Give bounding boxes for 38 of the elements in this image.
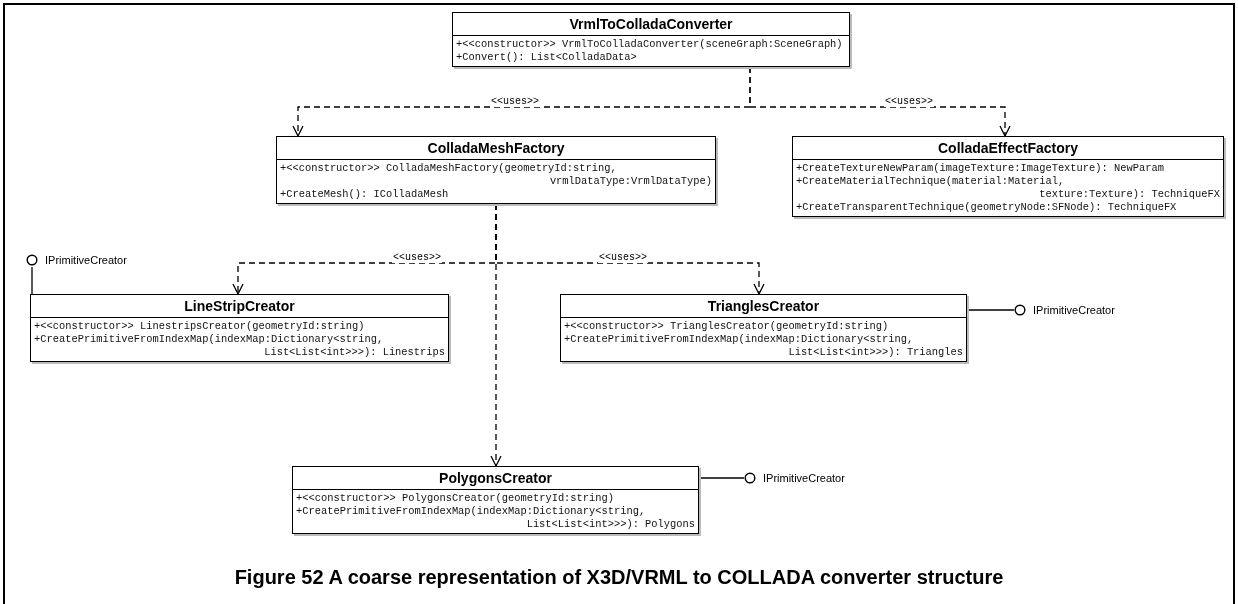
class-name: TrianglesCreator xyxy=(561,295,966,318)
interface-connector xyxy=(698,477,745,479)
class-member: +CreateMesh(): IColladaMesh xyxy=(280,188,450,201)
uml-class-box xyxy=(30,294,449,362)
interface-name: IPrimitiveCreator xyxy=(45,254,127,266)
interface-name: IPrimitiveCreator xyxy=(763,472,845,484)
uml-class-box xyxy=(792,136,1224,217)
class-member: +CreatePrimitiveFromIndexMap(indexMap:Dictionary<string, List<List<int>>>): Polygons xyxy=(296,505,695,531)
class-member: +CreateTextureNewParam(imageTexture:ImageTexture): NewParam xyxy=(796,162,1165,175)
edge-label: <<uses>> xyxy=(598,252,648,263)
uml-class-box xyxy=(452,12,850,67)
class-member: +CreateMaterialTechnique(material:Material, texture:Texture): TechniqueFX xyxy=(796,175,1220,201)
class-member: +<<constructor>> TrianglesCreator(geometryId:string) xyxy=(564,320,890,333)
edge-label: <<uses>> xyxy=(884,96,934,107)
class-member: +<<constructor>> VrmlToColladaConverter(sceneGraph:SceneGraph) xyxy=(456,38,844,51)
class-member: +CreatePrimitiveFromIndexMap(indexMap:Dictionary<string, List<List<int>>>): Linestrips xyxy=(34,333,445,359)
class-member: +Convert(): List<ColladaData> xyxy=(456,51,638,64)
uml-class-box xyxy=(292,466,699,534)
uml-class-box xyxy=(560,294,967,362)
figure-caption: Figure 52 A coarse representation of X3D/VRML to COLLADA converter structure xyxy=(234,566,1004,589)
edge-label: <<uses>> xyxy=(392,252,442,263)
class-member: +CreatePrimitiveFromIndexMap(indexMap:Dictionary<string, List<List<int>>>): Triangles xyxy=(564,333,963,359)
class-name: ColladaMeshFactory xyxy=(277,137,715,160)
class-member: +<<constructor>> LinestripsCreator(geometryId:string) xyxy=(34,320,366,333)
class-name: LineStripCreator xyxy=(31,295,448,318)
class-name: ColladaEffectFactory xyxy=(793,137,1223,160)
uml-class-box xyxy=(276,136,716,204)
interface-connector xyxy=(31,266,33,295)
interface-connector xyxy=(966,309,1015,311)
dependency-arrow xyxy=(749,66,1011,137)
class-name: VrmlToColladaConverter xyxy=(453,13,849,36)
class-member: +<<constructor>> PolygonsCreator(geometryId:string) xyxy=(296,492,615,505)
class-member: +<<constructor>> ColladaMeshFactory(geometryId:string, vrmlDataType:VrmlDataType) xyxy=(280,162,712,188)
class-name: PolygonsCreator xyxy=(293,467,698,490)
interface-name: IPrimitiveCreator xyxy=(1033,304,1115,316)
class-member: +CreateTransparentTechnique(geometryNode:SFNode): TechniqueFX xyxy=(796,201,1178,214)
dependency-arrow xyxy=(490,203,502,467)
edge-label: <<uses>> xyxy=(490,96,540,107)
